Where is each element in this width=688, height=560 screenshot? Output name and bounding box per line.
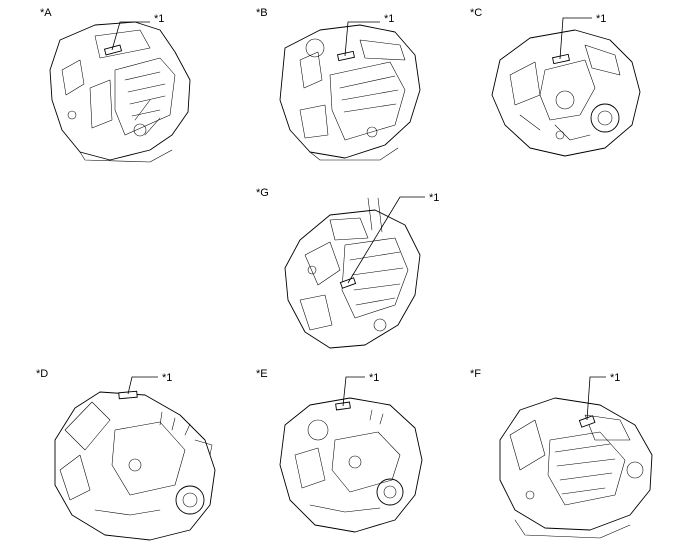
transmission-illustration-a bbox=[49, 21, 191, 163]
transmission-illustration-c bbox=[491, 29, 641, 157]
panel-label-a: *A bbox=[40, 7, 52, 19]
leader-line-e bbox=[342, 376, 365, 407]
leader-line-f bbox=[586, 376, 606, 421]
panel-c: *C *1 bbox=[470, 7, 641, 157]
panel-label-f: *F bbox=[470, 368, 481, 380]
callout-label-d: *1 bbox=[162, 372, 172, 384]
callout-label-e: *1 bbox=[369, 372, 379, 384]
leader-line-a bbox=[111, 21, 150, 51]
callout-label-f: *1 bbox=[610, 372, 620, 384]
callout-label-g: *1 bbox=[429, 192, 439, 204]
callout-label-c: *1 bbox=[596, 13, 606, 25]
callout-label-a: *1 bbox=[154, 13, 164, 25]
panel-e: *E *1 bbox=[256, 368, 423, 533]
transmission-illustration-f bbox=[499, 397, 653, 539]
panel-label-e: *E bbox=[256, 368, 268, 380]
leader-line-c bbox=[559, 17, 592, 60]
nameplate-c bbox=[552, 53, 570, 65]
leader-line-b bbox=[344, 21, 380, 57]
panel-g: *G *1 bbox=[256, 187, 439, 349]
panel-label-b: *B bbox=[256, 7, 268, 19]
transmission-illustration-d bbox=[54, 391, 216, 541]
nameplate-b bbox=[337, 50, 355, 62]
callout-label-b: *1 bbox=[384, 13, 394, 25]
panel-label-g: *G bbox=[256, 187, 269, 199]
leader-line-g bbox=[347, 196, 425, 284]
panel-a: *A *1 bbox=[40, 7, 191, 163]
nameplate-a bbox=[103, 44, 123, 56]
transmission-illustration-e bbox=[279, 397, 423, 533]
panel-b: *B *1 bbox=[256, 7, 421, 161]
transmission-illustration-g bbox=[284, 197, 421, 349]
panel-label-c: *C bbox=[470, 7, 482, 19]
leader-line-d bbox=[127, 376, 158, 395]
panel-label-d: *D bbox=[36, 368, 48, 380]
transmission-illustration-b bbox=[279, 24, 421, 161]
panel-f: *F *1 bbox=[470, 368, 653, 539]
nameplate-f bbox=[578, 415, 596, 428]
nameplate-d bbox=[118, 390, 138, 400]
panel-d: *D *1 bbox=[36, 368, 216, 541]
